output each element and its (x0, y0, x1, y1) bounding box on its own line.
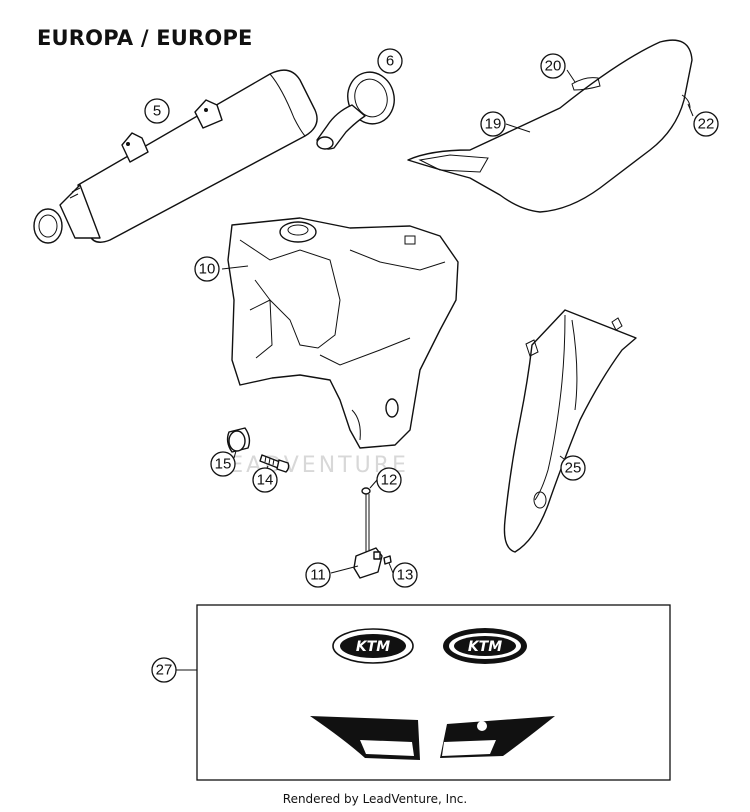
part-seat[interactable] (407, 39, 693, 213)
callout-11-label: 11 (310, 567, 326, 584)
footer-credit: Rendered by LeadVenture, Inc. (282, 792, 468, 806)
callout-20[interactable]: 20 (540, 53, 566, 79)
callout-27[interactable]: 27 (151, 657, 177, 683)
decal-number-plate-left (310, 716, 420, 760)
part-side-panel[interactable] (503, 309, 637, 553)
callout-10-label: 10 (199, 261, 216, 278)
callout-25[interactable]: 25 (560, 455, 586, 481)
decal-logo-right: KTM (443, 628, 527, 664)
callout-20-label: 20 (545, 58, 562, 75)
decal-kit-panel[interactable] (176, 604, 671, 781)
watermark: LEADVENTURE (214, 453, 409, 478)
callout-6[interactable]: 6 (377, 48, 403, 74)
part-bolt[interactable] (259, 454, 290, 473)
callout-12-label: 12 (381, 472, 398, 489)
part-fuel-tap[interactable] (353, 487, 392, 579)
callout-22[interactable]: 22 (693, 111, 719, 137)
callout-15[interactable]: 15 (210, 451, 236, 477)
callout-11[interactable]: 11 (305, 562, 331, 588)
callout-14[interactable]: 14 (252, 467, 278, 493)
callout-5-label: 5 (153, 103, 161, 120)
part-spacer[interactable] (226, 427, 251, 453)
part-fuel-tank[interactable] (227, 217, 459, 449)
callout-6-label: 6 (386, 53, 394, 70)
callout-22-label: 22 (698, 116, 715, 133)
callout-13[interactable]: 13 (392, 562, 418, 588)
callout-12[interactable]: 12 (376, 467, 402, 493)
decal-logo-left-text: KTM (356, 639, 390, 655)
decal-number-plate-right (440, 716, 555, 758)
decal-logo-right-text: KTM (468, 639, 502, 655)
decal-logo-left: KTM (332, 628, 414, 664)
callout-13-label: 13 (397, 567, 414, 584)
callout-5[interactable]: 5 (144, 98, 170, 124)
callout-27-label: 27 (156, 662, 173, 679)
callout-14-label: 14 (257, 472, 274, 489)
callout-19-label: 19 (485, 116, 502, 133)
part-exhaust-flange[interactable] (316, 67, 400, 150)
callout-10[interactable]: 10 (194, 256, 220, 282)
part-exhaust-silencer[interactable] (33, 69, 318, 244)
callout-19[interactable]: 19 (480, 111, 506, 137)
callout-15-label: 15 (215, 456, 232, 473)
page-title: EUROPA / EUROPE (37, 26, 253, 50)
callout-25-label: 25 (565, 460, 582, 477)
